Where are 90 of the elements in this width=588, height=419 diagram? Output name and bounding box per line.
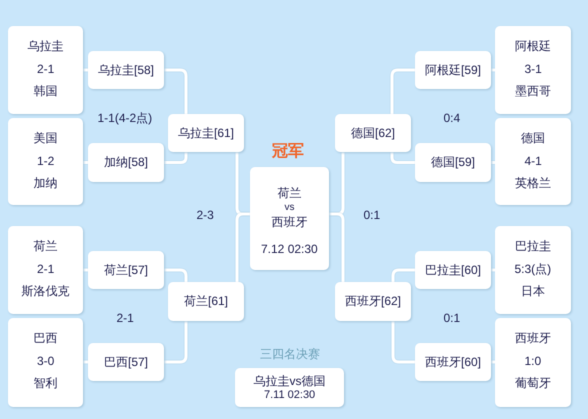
match-score: 4-1 bbox=[524, 154, 542, 168]
connector-line bbox=[329, 212, 344, 282]
match-score: 3-0 bbox=[37, 354, 54, 368]
connector-line bbox=[83, 360, 88, 364]
match-card bbox=[495, 118, 571, 205]
team-name: 德国 bbox=[521, 131, 545, 145]
team-name: 斯洛伐克 bbox=[22, 284, 70, 298]
team-name: 阿根廷 bbox=[515, 39, 551, 53]
team-label: 阿根廷[59] bbox=[425, 63, 482, 77]
team-name: 巴拉圭 bbox=[515, 239, 551, 253]
team-name: 西班牙 bbox=[515, 331, 551, 345]
team-box bbox=[88, 343, 164, 381]
match-card bbox=[495, 26, 571, 114]
section-heading: 冠军 bbox=[272, 143, 304, 161]
team-label: 荷兰[57] bbox=[104, 263, 148, 277]
connector-line bbox=[491, 68, 495, 72]
connector-line bbox=[164, 152, 188, 164]
match-score: 2-1 bbox=[37, 62, 54, 76]
match-score: 1-2 bbox=[37, 154, 54, 168]
connector-line bbox=[491, 268, 495, 272]
team-name: 葡萄牙 bbox=[515, 376, 551, 390]
team-box bbox=[168, 114, 244, 152]
team-label: 乌拉圭[58] bbox=[98, 63, 154, 77]
connector-line bbox=[164, 68, 188, 114]
team-name: 墨西哥 bbox=[515, 84, 551, 98]
section-heading: 三四名决赛 bbox=[260, 347, 320, 361]
match-teams: 乌拉圭vs德国 bbox=[254, 374, 326, 388]
connector-line bbox=[491, 360, 495, 364]
connector-line bbox=[83, 68, 88, 72]
score-label: 2-1 bbox=[116, 311, 134, 325]
team-label: 德国[62] bbox=[351, 126, 396, 140]
team-box bbox=[335, 282, 411, 321]
team-label: 巴西[57] bbox=[104, 355, 148, 369]
team-name: 韩国 bbox=[34, 84, 58, 98]
connector-line bbox=[491, 161, 495, 164]
match-card bbox=[495, 318, 571, 407]
team-name: 乌拉圭 bbox=[28, 39, 64, 53]
final-match-card bbox=[250, 167, 329, 270]
team-label: 西班牙[62] bbox=[345, 294, 402, 308]
team-name: 荷兰 bbox=[278, 186, 302, 200]
match-card bbox=[8, 318, 83, 407]
team-box bbox=[88, 143, 164, 182]
team-label: 乌拉圭[61] bbox=[178, 126, 234, 140]
team-box bbox=[415, 51, 491, 89]
match-card bbox=[8, 118, 83, 205]
team-box bbox=[415, 251, 491, 289]
team-label: 巴拉圭[60] bbox=[425, 263, 482, 277]
match-card bbox=[8, 26, 83, 114]
connector-line bbox=[392, 268, 415, 282]
team-box bbox=[415, 343, 491, 381]
match-time: 7.11 02:30 bbox=[264, 388, 316, 402]
connector-line bbox=[390, 152, 415, 164]
connector-line bbox=[236, 212, 250, 282]
match-time: 7.12 02:30 bbox=[261, 242, 318, 256]
match-card bbox=[8, 226, 83, 314]
score-label: 1-1(4-2点) bbox=[98, 111, 152, 125]
team-label: 德国[59] bbox=[431, 155, 476, 169]
team-box bbox=[88, 251, 164, 289]
connector-line bbox=[164, 321, 188, 364]
team-box bbox=[415, 143, 491, 182]
match-score: 2-1 bbox=[37, 262, 54, 276]
team-name: 荷兰 bbox=[34, 239, 58, 253]
connector-line bbox=[164, 268, 188, 282]
connector-line bbox=[83, 268, 88, 272]
match-card bbox=[495, 226, 571, 314]
team-name: 美国 bbox=[34, 131, 58, 145]
team-name: 日本 bbox=[521, 284, 545, 298]
team-label: 西班牙[60] bbox=[425, 355, 482, 369]
connector-line bbox=[83, 161, 88, 164]
match-score: 1:0 bbox=[524, 354, 542, 368]
score-label: 0:4 bbox=[444, 111, 460, 125]
team-label: 荷兰[61] bbox=[184, 294, 228, 308]
team-box bbox=[168, 282, 244, 321]
team-name: 智利 bbox=[34, 376, 58, 390]
team-box bbox=[88, 51, 164, 89]
team-name: 英格兰 bbox=[515, 176, 551, 190]
vs-text: vs bbox=[284, 202, 294, 214]
match-score: 3-1 bbox=[524, 62, 542, 76]
match-score: 5:3(点) bbox=[514, 262, 552, 276]
team-name: 巴西 bbox=[34, 331, 58, 345]
score-label: 2-3 bbox=[196, 208, 214, 222]
team-name: 西班牙 bbox=[272, 215, 308, 229]
match-card bbox=[235, 368, 344, 407]
connector-line bbox=[392, 321, 415, 364]
team-label: 加纳[58] bbox=[104, 155, 148, 169]
team-box bbox=[335, 114, 411, 152]
connector-line bbox=[390, 68, 415, 114]
score-label: 0:1 bbox=[364, 208, 380, 222]
team-name: 加纳 bbox=[34, 176, 58, 190]
score-label: 0:1 bbox=[444, 311, 460, 325]
